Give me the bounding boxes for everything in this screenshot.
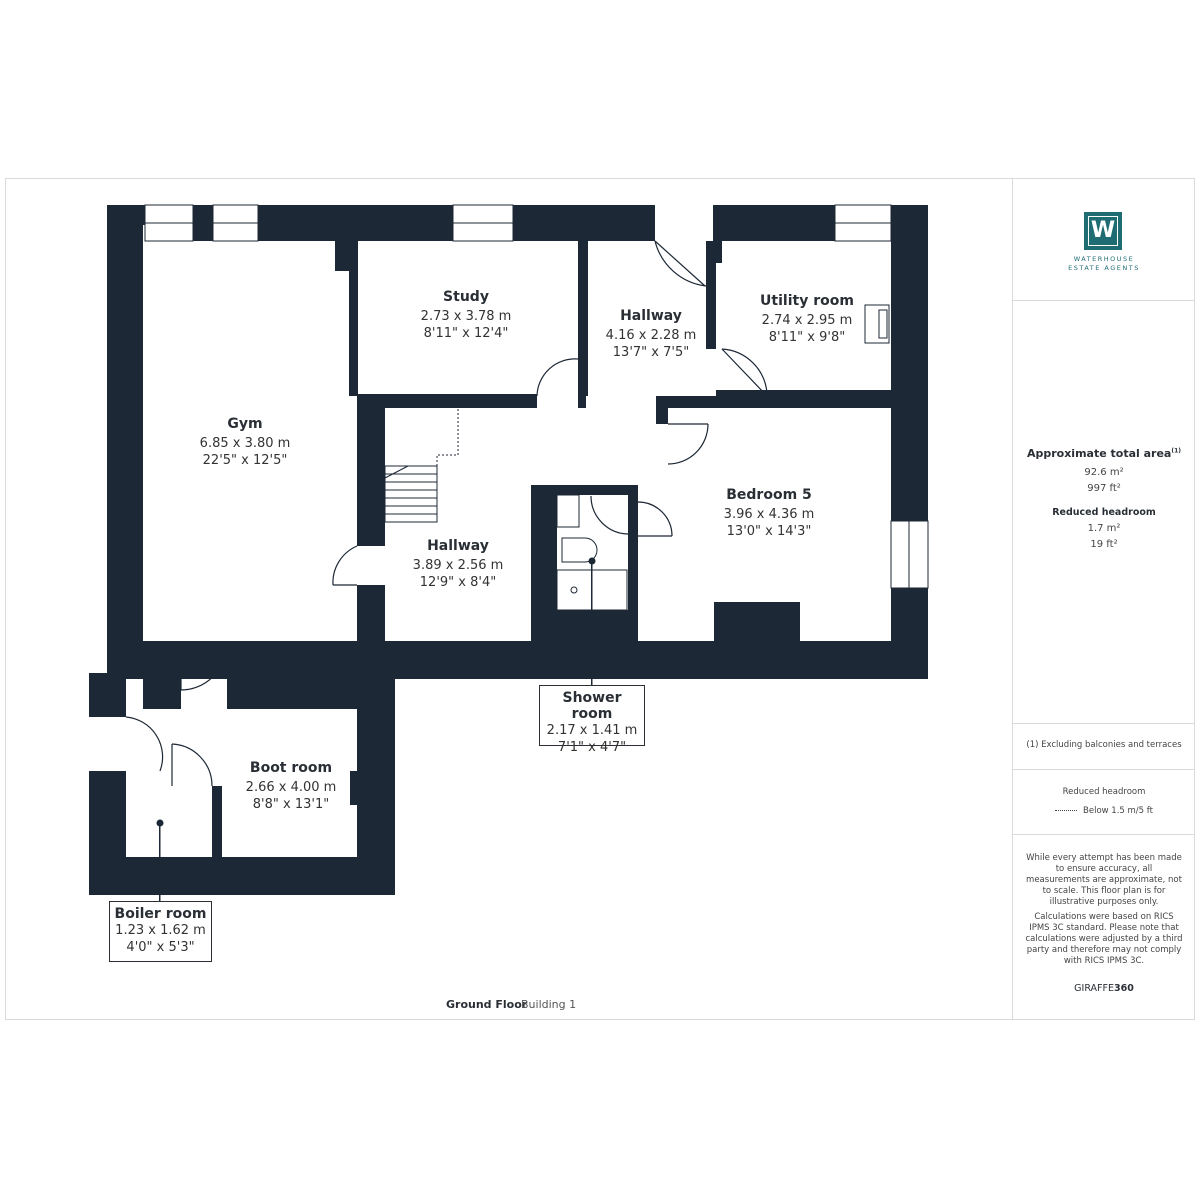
room-boot-name: Boot room bbox=[249, 760, 333, 776]
sidebar-rule bbox=[1013, 834, 1195, 835]
disclaimer-2: Calculations were based on RICS IPMS 3C … bbox=[1025, 912, 1183, 966]
markers bbox=[156, 557, 596, 902]
windows bbox=[144, 204, 929, 589]
room-shower-metric: 2.17 x 1.41 m bbox=[546, 723, 638, 738]
room-boiler-metric: 1.23 x 1.62 m bbox=[115, 923, 206, 938]
doors bbox=[125, 240, 768, 787]
brand-line2: ESTATE AGENTS bbox=[1068, 264, 1140, 272]
room-hallway-mid-metric: 3.89 x 2.56 m bbox=[412, 558, 504, 573]
sidebar-rule bbox=[1013, 769, 1195, 770]
room-hallway-top-name: Hallway bbox=[620, 308, 682, 324]
room-utility-imperial: 8'11" x 9'8" bbox=[768, 330, 846, 345]
note-excluding: (1) Excluding balconies and terraces bbox=[1026, 740, 1182, 750]
brand-logo: W bbox=[1084, 212, 1122, 250]
brand-line1: WATERHOUSE bbox=[1073, 255, 1135, 263]
room-shower-name: Shower room bbox=[562, 690, 622, 722]
room-utility-metric: 2.74 x 2.95 m bbox=[761, 313, 853, 328]
room-study-imperial: 8'11" x 12'4" bbox=[423, 326, 509, 341]
footer-building: Building 1 bbox=[521, 998, 577, 1011]
reduced-title: Reduced headroom bbox=[1052, 507, 1156, 518]
room-hallway-mid-imperial: 12'9" x 8'4" bbox=[419, 575, 497, 590]
room-boiler-imperial: 4'0" x 5'3" bbox=[126, 940, 195, 955]
room-boiler-name: Boiler room bbox=[114, 906, 207, 922]
note-reduced-label: Reduced headroom bbox=[1062, 787, 1146, 797]
reduced-sqm: 1.7 m² bbox=[1087, 523, 1121, 534]
brand-name: WATERHOUSE ESTATE AGENTS bbox=[1013, 255, 1195, 273]
sidebar-rule bbox=[1013, 723, 1195, 724]
room-boot-imperial: 8'8" x 13'1" bbox=[252, 797, 330, 812]
room-hallway-mid-name: Hallway bbox=[427, 538, 489, 554]
dotted-line-icon bbox=[1055, 810, 1078, 811]
callout-boiler-room: Boiler room 1.23 x 1.62 m 4'0" x 5'3" bbox=[109, 901, 212, 962]
room-gym-metric: 6.85 x 3.80 m bbox=[199, 436, 291, 451]
walls bbox=[89, 205, 928, 895]
stairs bbox=[384, 408, 459, 523]
room-hallway-top-imperial: 13'7" x 7'5" bbox=[612, 345, 690, 360]
room-bedroom5-metric: 3.96 x 4.36 m bbox=[723, 507, 815, 522]
note-reduced-legend: Below 1.5 m/5 ft bbox=[1013, 806, 1195, 817]
sidebar-divider bbox=[1012, 178, 1013, 1020]
room-gym-imperial: 22'5" x 12'5" bbox=[202, 453, 288, 468]
brand-logo-letter: W bbox=[1088, 216, 1118, 246]
area-sqm: 92.6 m² bbox=[1084, 467, 1124, 478]
room-shower-imperial: 7'1" x 4'7" bbox=[557, 740, 627, 755]
room-study-name: Study bbox=[443, 289, 489, 305]
room-bedroom5-name: Bedroom 5 bbox=[726, 487, 812, 503]
giraffe360-logo: GIRAFFE360 bbox=[1074, 983, 1134, 994]
area-sqft: 997 ft² bbox=[1087, 483, 1121, 494]
sidebar-rule bbox=[1013, 300, 1195, 301]
reduced-sqft: 19 ft² bbox=[1090, 539, 1118, 550]
area-block: Approximate total area(1) 92.6 m² 997 ft… bbox=[1013, 447, 1195, 553]
disclaimer-1: While every attempt has been made to ens… bbox=[1026, 853, 1182, 907]
footer-floor: Ground Floor bbox=[446, 998, 528, 1011]
room-boot-metric: 2.66 x 4.00 m bbox=[245, 780, 337, 795]
room-gym-name: Gym bbox=[227, 416, 263, 432]
room-bedroom5-imperial: 13'0" x 14'3" bbox=[726, 524, 812, 539]
room-hallway-top-metric: 4.16 x 2.28 m bbox=[605, 328, 697, 343]
room-study-metric: 2.73 x 3.78 m bbox=[420, 309, 512, 324]
room-utility-name: Utility room bbox=[760, 293, 854, 309]
callout-shower-room: Shower room 2.17 x 1.41 m 7'1" x 4'7" bbox=[539, 685, 645, 755]
area-title: Approximate total area(1) bbox=[1026, 447, 1182, 460]
